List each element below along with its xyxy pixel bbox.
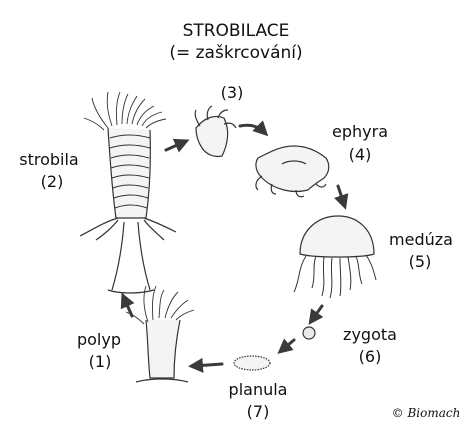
planula-drawing (233, 355, 271, 371)
stage-4-number: (4) (348, 145, 372, 164)
cycle-arrows (120, 120, 349, 373)
stage-4-name: ephyra (332, 122, 388, 141)
arrow-fragment-to-ephyra (238, 120, 269, 137)
arrow-polyp-to-strobila (120, 292, 135, 318)
stage-7-name: planula (228, 380, 288, 399)
polyp-drawing (125, 285, 195, 383)
zygota-drawing (302, 326, 316, 340)
arrow-strobila-to-fragment (164, 138, 190, 153)
meduza-drawing (293, 215, 377, 299)
page-subtitle: (= zaškrcování) (169, 43, 303, 63)
stage-1-number: (1) (88, 352, 112, 371)
arrow-planula-to-polyp (188, 357, 224, 373)
stage-1-name: polyp (76, 330, 121, 349)
ephyra-drawing (255, 145, 330, 198)
page-title: STROBILACE (182, 21, 290, 41)
stage-5-name: medúza (389, 230, 453, 249)
stage-2-number: (2) (40, 172, 64, 191)
arrow-ephyra-to-meduza (334, 184, 349, 210)
arrow-zygota-to-planula (277, 338, 296, 354)
stage-2-name: strobila (19, 150, 79, 169)
stage-6-name: zygota (343, 325, 397, 344)
strobila-drawing (79, 91, 177, 294)
stage-7-number: (7) (246, 402, 270, 421)
stage-6-number: (6) (358, 347, 382, 366)
credit-text: © Biomach (391, 406, 461, 420)
arrow-meduza-to-zygota (308, 304, 324, 325)
stage-3-number: (3) (220, 83, 244, 102)
stage-5-number: (5) (408, 252, 432, 271)
ephyra-fragment-drawing (194, 105, 237, 158)
